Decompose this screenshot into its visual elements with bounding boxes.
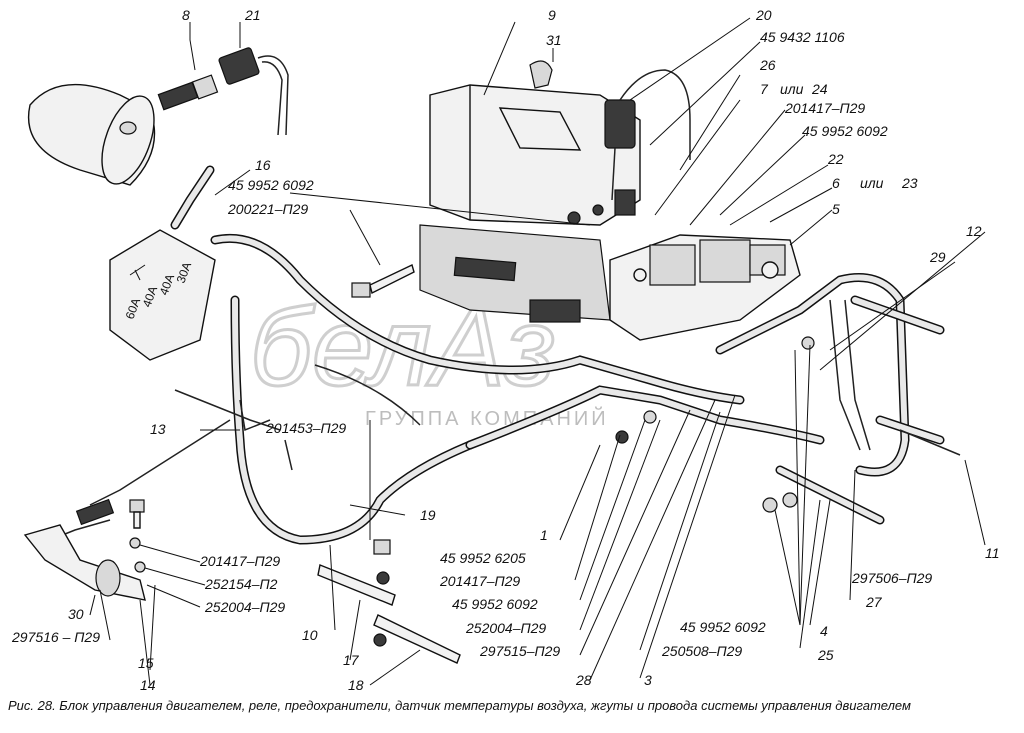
label-45-99526092-c: 45 9952 6092 [452,596,538,612]
fuse-30a: 30А [174,260,194,285]
label-11: 11 [985,545,1000,561]
label-ili-1: или [780,81,804,97]
label-4: 4 [820,623,828,639]
leader-lines [89,17,986,686]
label-19: 19 [420,507,436,523]
label-1: 1 [540,527,548,543]
label-5: 5 [832,201,840,217]
label-3: 3 [644,672,652,688]
label-9: 9 [548,7,556,23]
label-201417-top: 201417–П29 [784,100,865,116]
label-25: 25 [817,647,834,663]
label-45-99526092-d: 45 9952 6092 [680,619,766,635]
figure-caption: Рис. 28. Блок управления двигателем, рел… [8,698,911,713]
label-45-99526205: 45 9952 6205 [440,550,526,566]
label-21: 21 [244,7,261,23]
label-200221: 200221–П29 [227,201,308,217]
label-297515: 297515–П29 [479,643,560,659]
label-26: 26 [759,57,776,73]
relay-block [609,234,801,341]
sensor-connector [218,47,289,136]
label-ili-2: или [860,175,884,191]
label-252004-left: 252004–П29 [204,599,285,615]
label-45-99526092-b: 45 9952 6092 [228,177,314,193]
ecu-connector [604,69,691,216]
bracket [529,60,553,89]
label-201453: 201453–П29 [265,420,346,436]
label-15: 15 [138,655,154,671]
label-23: 23 [901,175,918,191]
label-297506: 297506–П29 [851,570,932,586]
label-12: 12 [966,223,982,239]
label-7: 7 [760,81,769,97]
label-20: 20 [755,7,772,23]
label-22: 22 [827,151,844,167]
label-29: 29 [929,249,946,265]
label-16: 16 [255,157,271,173]
label-201417-left: 201417–П29 [199,553,280,569]
fuse-box: 60А 40А 40А 30А [109,229,216,361]
label-10: 10 [302,627,318,643]
label-27: 27 [865,594,883,610]
bolts [129,204,815,573]
label-24: 24 [811,81,828,97]
label-30: 30 [68,606,84,622]
label-17: 17 [343,652,360,668]
label-18: 18 [348,677,364,693]
coolant-temperature-sensor [23,498,146,601]
label-31: 31 [546,32,562,48]
wiring-harness [170,165,945,545]
label-13: 13 [150,421,166,437]
label-252004-mid: 252004–П29 [465,620,546,636]
label-45-99526092-a: 45 9952 6092 [802,123,888,139]
label-297516: 297516 – П29 [11,629,100,645]
fuse-60a: 60А [123,296,143,321]
label-250508: 250508–П29 [661,643,742,659]
label-14: 14 [140,677,156,693]
callout-labels: 8 21 9 31 20 45 9432 1106 26 7 или 24 20… [11,7,1000,693]
air-temperature-sensor [157,74,219,111]
label-8: 8 [182,7,190,23]
fuse-40a-2: 40А [157,272,177,297]
label-28: 28 [575,672,592,688]
label-201417-mid: 201417–П29 [439,573,520,589]
engine-control-unit [419,84,641,323]
label-252154: 252154–П2 [204,576,278,592]
air-filter-housing [27,83,156,186]
fuse-40a-1: 40А [140,284,160,309]
label-6: 6 [832,175,840,191]
ground-terminals [317,564,461,664]
label-45-94321106: 45 9432 1106 [760,29,845,45]
